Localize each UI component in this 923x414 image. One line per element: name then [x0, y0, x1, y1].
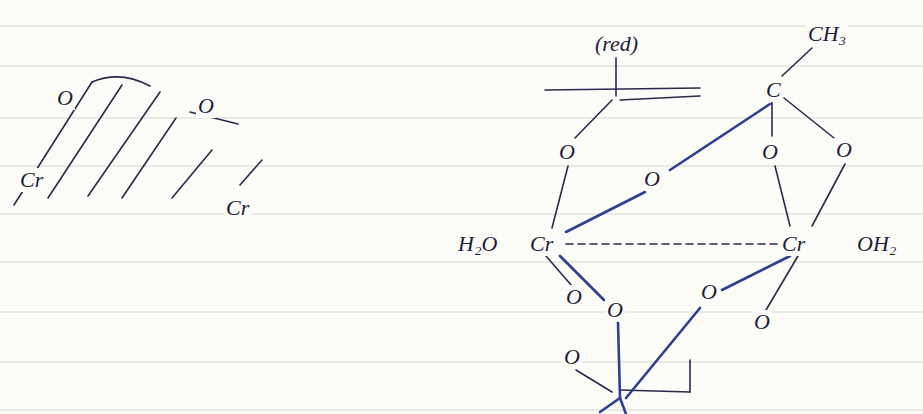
structure-label: O: [564, 285, 584, 309]
structure-label: O: [605, 298, 625, 322]
structure-label: H₂O: [456, 232, 499, 256]
ruled-paper: [0, 26, 923, 410]
structure-label: Cr: [18, 168, 45, 192]
structure-label: OH₂: [855, 232, 898, 256]
bold-bonds: [560, 104, 790, 414]
structure-label: O: [760, 140, 780, 164]
structure-label: O: [752, 310, 772, 334]
left-sketch: [14, 77, 262, 205]
structure-label: Cr: [528, 232, 555, 256]
structure-label: C: [764, 78, 783, 102]
structure-label: O: [562, 345, 582, 369]
structure-label: Cr: [224, 196, 251, 220]
structure-label: O: [642, 167, 662, 191]
structure-label: O: [699, 280, 719, 304]
structure-label: Cr: [780, 232, 807, 256]
structure-label: O: [557, 140, 577, 164]
structure-label: (red): [593, 32, 640, 56]
structure-label: O: [834, 138, 854, 162]
structure-label: O: [196, 94, 216, 118]
chromium-acetate-frame: [545, 48, 845, 392]
structure-label: O: [55, 86, 75, 110]
structure-label: CH₃: [806, 22, 848, 46]
